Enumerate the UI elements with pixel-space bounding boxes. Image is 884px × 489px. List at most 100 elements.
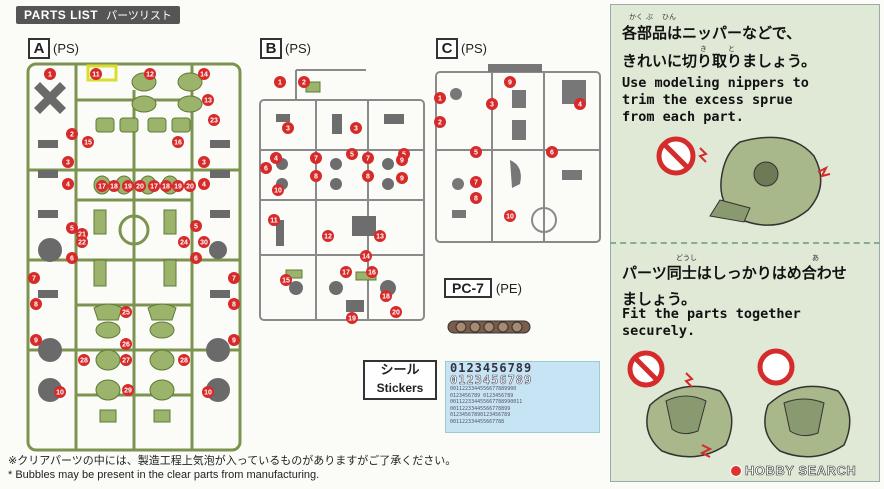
part-number-label: 29 <box>124 388 132 395</box>
part-number-badge <box>362 152 374 164</box>
part-number-badge <box>66 128 78 140</box>
runner-b-type: (PS) <box>285 41 311 56</box>
part-number-label: 4 <box>578 102 582 109</box>
part-number-badge <box>108 180 120 192</box>
runner-a-label: A (PS) <box>28 38 79 59</box>
part-number-badge <box>470 192 482 204</box>
fit-parts-illustration <box>627 348 851 458</box>
part-number-label: 11 <box>270 218 278 225</box>
ruby-to: と <box>728 45 735 53</box>
part-number-label: 8 <box>314 174 318 181</box>
runner-a-letter: A <box>28 38 50 59</box>
part-number-badge <box>504 210 516 222</box>
part-number-badge <box>120 354 132 366</box>
instruction-divider <box>610 242 880 244</box>
ruby-bu: ぶ <box>646 13 653 21</box>
part-number-badge <box>228 298 240 310</box>
part-number-label: 1 <box>438 96 442 103</box>
part-number-badge <box>202 386 214 398</box>
part-number-label: 9 <box>508 80 512 87</box>
part-number-label: 9 <box>400 158 404 165</box>
runner-c-letter: C <box>436 38 458 59</box>
stickers-label: シール Stickers <box>363 360 437 400</box>
part-number-label: 9 <box>232 338 236 345</box>
part-number-label: 2 <box>70 132 74 139</box>
part-number-badge <box>298 76 310 88</box>
part-number-badge <box>346 148 358 160</box>
ruby-hin: ひん <box>662 13 676 21</box>
part-number-label: 2 <box>438 120 442 127</box>
part-number-badge <box>228 334 240 346</box>
part-number-badge <box>574 98 586 110</box>
part-number-label: 25 <box>122 310 130 317</box>
parts-list-header: PARTS LIST パーツリスト <box>16 6 180 24</box>
part-number-label: 13 <box>376 234 384 241</box>
part-number-label: 21 <box>78 232 86 239</box>
prohibited-icon <box>627 350 665 388</box>
part-number-badge <box>178 354 190 366</box>
instruction-1-en-line-2: trim the excess sprue <box>622 92 793 108</box>
part-number-label: 15 <box>282 278 290 285</box>
ruby-doushi: どうし <box>676 254 697 262</box>
part-number-badge <box>310 152 322 164</box>
sticker-big-row-1: 0123456789 <box>450 361 533 375</box>
header-title-ja: パーツリスト <box>106 9 172 22</box>
part-number-badge <box>260 162 272 174</box>
nipper-illustration <box>656 136 831 226</box>
sticker-small-row: 0123456789 0123456789 <box>450 392 514 399</box>
instruction-2-ja-line-2: ましょう。 <box>622 290 697 308</box>
runner-b: 123345567788991011121314151617181920 <box>259 69 425 324</box>
part-number-badge <box>274 76 286 88</box>
part-number-badge <box>198 68 210 80</box>
part-number-label: 26 <box>122 342 130 349</box>
part-number-label: 14 <box>362 254 370 261</box>
part-number-badge <box>434 116 446 128</box>
part-number-badge <box>282 122 294 134</box>
part-number-label: 28 <box>180 358 188 365</box>
part-number-badge <box>54 386 66 398</box>
part-number-label: 7 <box>314 156 318 163</box>
part-number-badge <box>78 354 90 366</box>
part-number-badge <box>504 76 516 88</box>
part-number-label: 12 <box>146 72 154 79</box>
footnote-en: * Bubbles may be present in the clear pa… <box>8 469 320 481</box>
part-number-label: 17 <box>342 270 350 277</box>
part-number-badge <box>62 156 74 168</box>
part-number-badge <box>270 152 282 164</box>
runner-c-type: (PS) <box>461 41 487 56</box>
part-number-label: 17 <box>98 184 106 191</box>
part-number-label: 8 <box>366 174 370 181</box>
part-number-label: 10 <box>274 188 282 195</box>
part-number-badge <box>198 156 210 168</box>
part-number-badge <box>470 176 482 188</box>
part-number-label: 8 <box>34 302 38 309</box>
instruction-1-ja-line-2: きれいに切り取りましょう。 <box>622 52 817 70</box>
runner-a-type: (PS) <box>53 41 79 56</box>
part-number-label: 4 <box>274 156 278 163</box>
part-number-badge <box>82 136 94 148</box>
part-number-label: 8 <box>232 302 236 309</box>
hobby-search-logo-icon <box>730 464 742 477</box>
part-number-badge <box>390 306 402 318</box>
part-number-label: 7 <box>474 180 478 187</box>
instruction-1-en-line-3: from each part. <box>622 109 744 125</box>
part-number-badge <box>184 180 196 192</box>
part-number-label: 28 <box>80 358 88 365</box>
part-number-label: 14 <box>200 72 208 79</box>
part-number-label: 20 <box>392 310 400 317</box>
part-number-badge <box>374 230 386 242</box>
sticker-sheet: 0123456789 0123456789 001122334455667788… <box>445 361 600 433</box>
runner-b-label: B (PS) <box>260 38 311 59</box>
part-number-badge <box>178 236 190 248</box>
part-number-badge <box>172 180 184 192</box>
part-number-badge <box>322 230 334 242</box>
part-number-badge <box>280 274 292 286</box>
part-number-label: 24 <box>180 240 188 247</box>
part-number-badge <box>66 222 78 234</box>
ruby-a: あ <box>812 254 819 262</box>
sticker-big-row-2: 0123456789 <box>450 373 533 387</box>
part-number-label: 30 <box>200 240 208 247</box>
part-number-label: 6 <box>264 166 268 173</box>
